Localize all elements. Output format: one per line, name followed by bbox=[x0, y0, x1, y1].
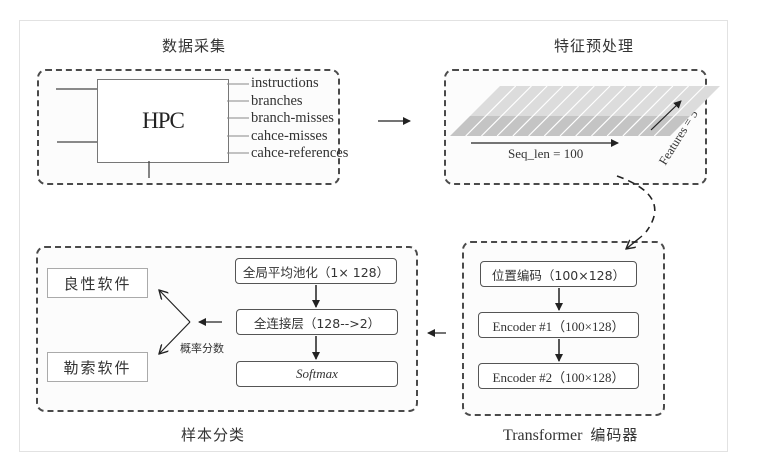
grid-column-divider bbox=[496, 85, 548, 137]
grid-column-divider bbox=[591, 85, 642, 137]
arrow-preprocess-to-transformer-head bbox=[626, 235, 643, 249]
encoder-2-block: Encoder #2（100×128） bbox=[478, 363, 639, 389]
classification-title: 样本分类 bbox=[181, 426, 246, 444]
grid-column-divider bbox=[481, 85, 532, 137]
ransomware-output: 勒索软件 bbox=[47, 352, 148, 382]
feature-cache-misses: cahce-misses bbox=[251, 128, 328, 144]
features-arrow bbox=[650, 100, 682, 131]
transformer-title-en: Transformer bbox=[503, 427, 583, 444]
positional-encoding-block: 位置编码（100×128） bbox=[480, 261, 637, 287]
transformer-title: Transformer 编码器 bbox=[503, 424, 638, 445]
transformer-title-cn: 编码器 bbox=[590, 426, 639, 444]
hpc-block: HPC bbox=[97, 79, 229, 163]
grid-column-divider bbox=[559, 85, 611, 137]
grid-column-divider bbox=[543, 85, 595, 137]
grid-column-divider bbox=[528, 85, 579, 137]
sequence-grid bbox=[450, 85, 720, 137]
arrow-to-benign bbox=[159, 290, 191, 323]
grid-column-divider bbox=[622, 85, 674, 137]
arrow-to-ransomware bbox=[159, 321, 191, 354]
feature-branches: branches bbox=[251, 93, 303, 109]
grid-column-divider bbox=[638, 85, 689, 137]
feature-instructions: instructions bbox=[251, 75, 319, 91]
preprocess-title: 特征预处理 bbox=[554, 37, 635, 55]
grid-column-divider bbox=[575, 85, 627, 137]
hpc-pins bbox=[56, 88, 150, 178]
collection-panel bbox=[37, 69, 340, 185]
fully-connected-block: 全连接层（128-->2） bbox=[236, 309, 398, 335]
encoder-1-block: Encoder #1（100×128） bbox=[478, 312, 639, 338]
global-avg-pool-block: 全局平均池化（1× 128） bbox=[235, 258, 397, 284]
grid-column-divider bbox=[465, 85, 517, 137]
feature-cache-references: cahce-references bbox=[251, 145, 349, 161]
grid-column-divider bbox=[653, 85, 705, 137]
feature-branch-misses: branch-misses bbox=[251, 110, 334, 126]
benign-software-output: 良性软件 bbox=[47, 268, 148, 298]
grid-column-divider bbox=[606, 85, 658, 137]
seq-len-label: Seq_len = 100 bbox=[508, 146, 584, 161]
grid-column-divider bbox=[512, 85, 564, 137]
arrow-preprocess-to-transformer bbox=[616, 175, 656, 233]
softmax-block: Softmax bbox=[236, 361, 398, 387]
feature-lines bbox=[227, 83, 249, 154]
collection-title: 数据采集 bbox=[162, 37, 227, 55]
probability-score-label: 概率分数 bbox=[180, 342, 224, 355]
